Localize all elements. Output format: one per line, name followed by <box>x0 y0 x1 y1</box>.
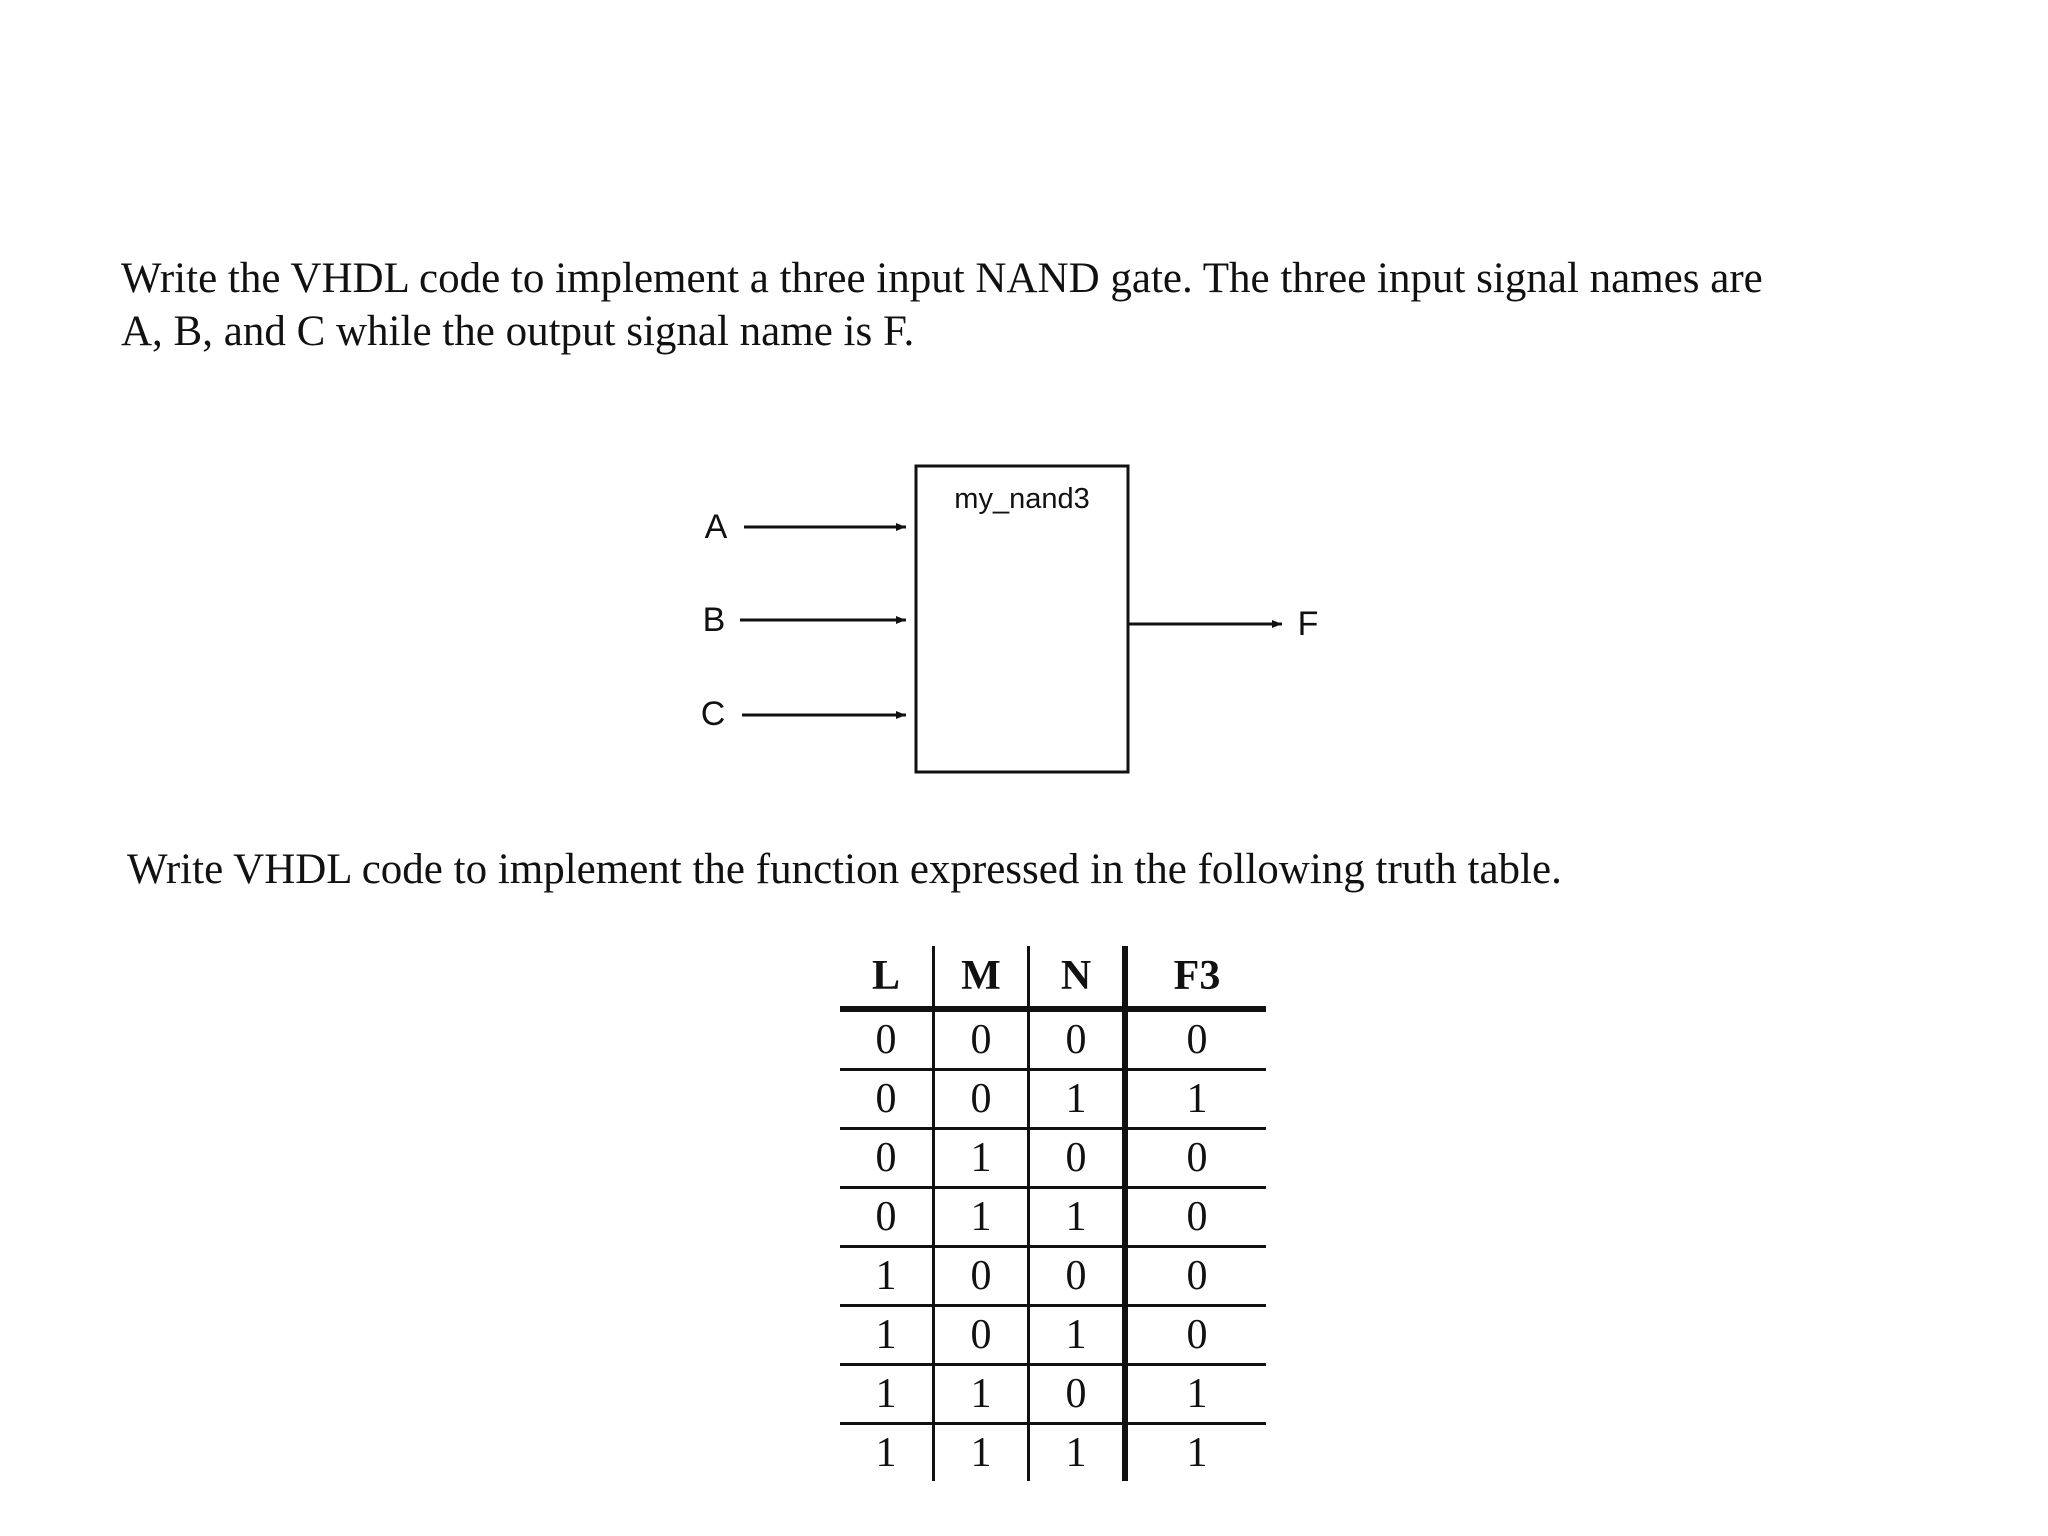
cell-m: 1 <box>932 1128 1029 1189</box>
cell-n: 0 <box>1027 1364 1125 1425</box>
cell-f3: 1 <box>1122 1364 1266 1425</box>
cell-m: 1 <box>932 1364 1029 1425</box>
cell-m: 1 <box>932 1423 1029 1481</box>
cell-m: 0 <box>932 1069 1029 1130</box>
table-row: 1 1 0 1 <box>840 1364 1266 1425</box>
cell-f3: 0 <box>1122 1009 1266 1071</box>
table-row: 1 1 1 1 <box>840 1423 1266 1481</box>
cell-l: 1 <box>840 1246 934 1307</box>
cell-n: 1 <box>1027 1423 1125 1481</box>
question-1-line-1: Write the VHDL code to implement a three… <box>121 255 1763 302</box>
table-row: 0 1 0 0 <box>840 1128 1266 1189</box>
cell-f3: 1 <box>1122 1069 1266 1130</box>
table-row: 1 0 1 0 <box>840 1305 1266 1366</box>
table-row: 0 1 1 0 <box>840 1187 1266 1248</box>
cell-m: 1 <box>932 1187 1029 1248</box>
question-2-text: Write VHDL code to implement the functio… <box>127 846 1562 893</box>
header-n: N <box>1027 946 1125 1012</box>
cell-l: 0 <box>840 1069 934 1130</box>
table-row: 1 0 0 0 <box>840 1246 1266 1307</box>
cell-n: 0 <box>1027 1246 1125 1307</box>
cell-n: 1 <box>1027 1305 1125 1366</box>
header-l: L <box>840 946 934 1012</box>
output-label-f: F <box>1298 605 1319 643</box>
cell-l: 1 <box>840 1305 934 1366</box>
input-label-b: B <box>703 601 726 639</box>
cell-l: 0 <box>840 1128 934 1189</box>
input-label-a: A <box>705 508 728 546</box>
question-1-line-2: A, B, and C while the output signal name… <box>121 308 915 355</box>
cell-l: 0 <box>840 1187 934 1248</box>
input-label-c: C <box>701 695 726 733</box>
cell-l: 0 <box>840 1009 934 1071</box>
cell-f3: 1 <box>1122 1423 1266 1481</box>
header-f3: F3 <box>1122 946 1266 1012</box>
cell-m: 0 <box>932 1305 1029 1366</box>
truth-table-header-row: L M N F3 <box>840 946 1266 1012</box>
table-row: 0 0 0 0 <box>840 1009 1266 1071</box>
nand3-block <box>914 464 1130 774</box>
cell-m: 0 <box>932 1009 1029 1071</box>
cell-l: 1 <box>840 1364 934 1425</box>
truth-table: L M N F3 0 0 0 0 0 0 1 1 0 1 0 0 0 1 1 0 <box>840 946 1266 1481</box>
table-row: 0 0 1 1 <box>840 1069 1266 1130</box>
cell-f3: 0 <box>1122 1246 1266 1307</box>
cell-n: 0 <box>1027 1009 1125 1071</box>
cell-m: 0 <box>932 1246 1029 1307</box>
cell-l: 1 <box>875 1430 897 1476</box>
cell-f3: 0 <box>1122 1128 1266 1189</box>
cell-n: 0 <box>1027 1128 1125 1189</box>
cell-f3: 0 <box>1122 1187 1266 1248</box>
cell-f3: 0 <box>1122 1305 1266 1366</box>
question-1-text: Write the VHDL code to implement a three… <box>121 252 1763 358</box>
cell-n: 1 <box>1027 1187 1125 1248</box>
header-m: M <box>932 946 1029 1012</box>
nand3-block-diagram: my_nand3 A B C F <box>701 464 1319 774</box>
cell-n: 1 <box>1027 1069 1125 1130</box>
block-label: my_nand3 <box>954 483 1089 515</box>
